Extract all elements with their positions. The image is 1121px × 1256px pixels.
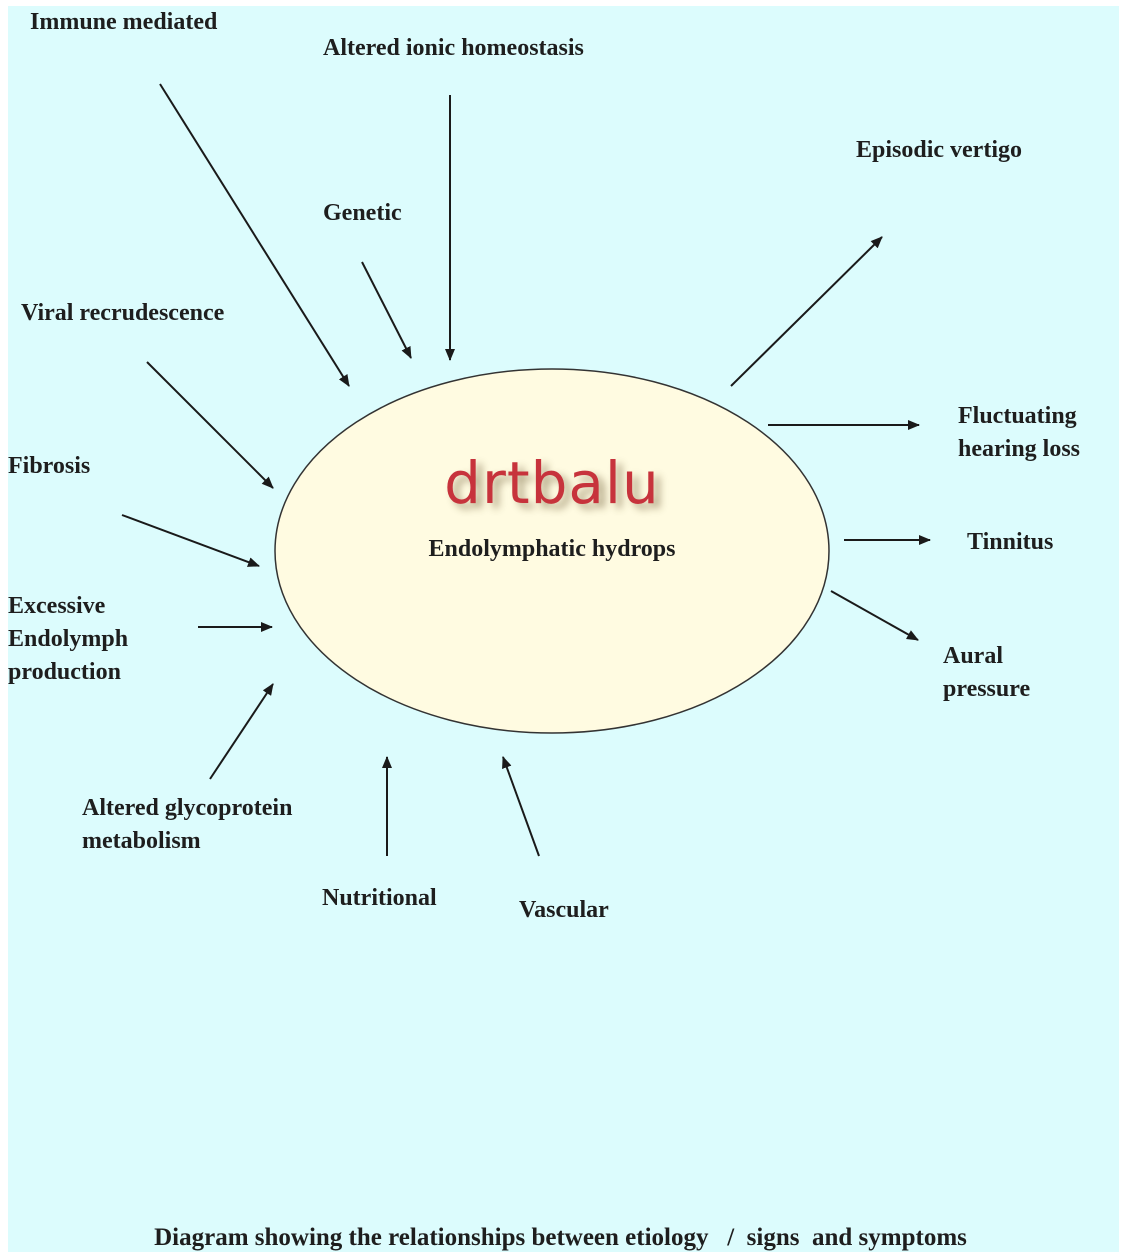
label-nutritional: Nutritional xyxy=(322,885,437,911)
arrow-altered-glycoprotein xyxy=(209,683,274,780)
label-fibrosis: Fibrosis xyxy=(8,453,91,479)
arrow-immune-mediated xyxy=(159,83,350,387)
label-immune-mediated: Immune mediated xyxy=(30,9,218,35)
arrow-episodic-vertigo xyxy=(730,236,883,387)
diagram-caption: Diagram showing the relationships betwee… xyxy=(154,1224,967,1251)
label-viral-recrudescence: Viral recrudescence xyxy=(21,300,225,326)
label-vascular: Vascular xyxy=(519,897,609,923)
label-line: production xyxy=(8,659,121,685)
hydrops-ellipse xyxy=(274,368,830,734)
center-label: Endolymphatic hydrops xyxy=(428,536,676,562)
label-line: pressure xyxy=(943,676,1031,702)
label-altered-glycoprotein-metabolism: Altered glycoprotein metabolism xyxy=(82,792,292,858)
label-line: metabolism xyxy=(82,828,201,854)
watermark-logo: drtbalu xyxy=(444,449,660,517)
label-line: hearing loss xyxy=(958,436,1081,462)
label-excessive-endolymph-production: Excessive Endolymph production xyxy=(8,590,128,689)
arrow-viral-recrudescence xyxy=(146,361,274,489)
label-line: Aural xyxy=(943,643,1003,669)
label-tinnitus: Tinnitus xyxy=(967,529,1054,555)
label-line: Excessive xyxy=(8,593,106,619)
arrow-vascular xyxy=(502,756,540,857)
arrow-aural-pressure xyxy=(830,590,919,641)
label-aural-pressure: Aural pressure xyxy=(943,640,1030,706)
label-line: Altered glycoprotein xyxy=(82,795,293,821)
arrow-genetic xyxy=(361,261,412,359)
label-genetic: Genetic xyxy=(323,200,402,226)
label-line: Fluctuating xyxy=(958,403,1077,429)
label-altered-ionic-homeostasis: Altered ionic homeostasis xyxy=(323,35,584,61)
label-episodic-vertigo: Episodic vertigo xyxy=(856,137,1022,163)
label-fluctuating-hearing-loss: Fluctuating hearing loss xyxy=(958,400,1080,466)
label-line: Endolymph xyxy=(8,626,129,652)
arrow-fibrosis xyxy=(121,514,260,567)
